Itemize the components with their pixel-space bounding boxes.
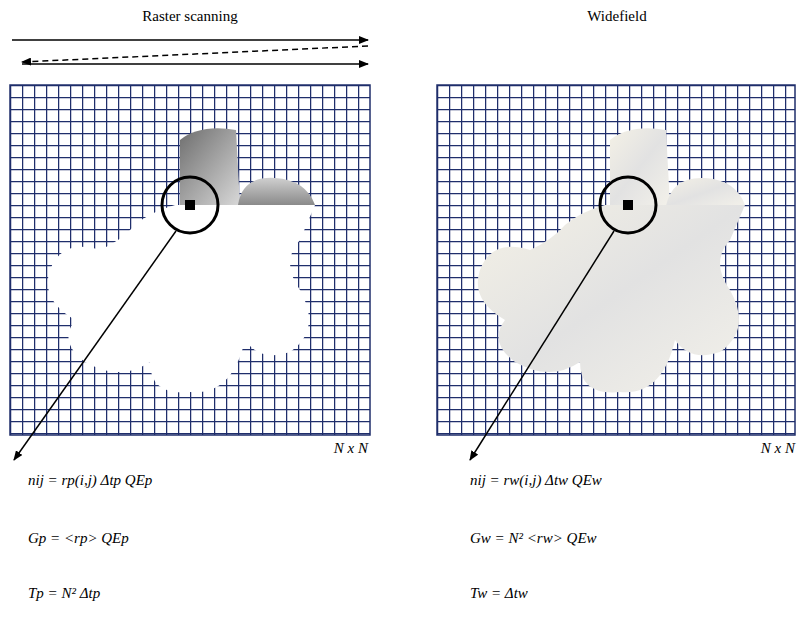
sample-raster — [48, 128, 315, 392]
grid-size: N x N — [334, 440, 368, 457]
pixel-grid — [437, 85, 795, 435]
formula: Gp = <rp> QEp — [28, 530, 129, 547]
scan-arrows — [12, 40, 368, 64]
formula: nij = rp(i,j) Δtp QEp — [28, 472, 152, 489]
pixel-grid — [10, 85, 370, 435]
formula: Tp = N² Δtp — [28, 585, 100, 602]
grid-size: N x N — [761, 440, 795, 457]
formula: Tw = Δtw — [470, 585, 528, 602]
formula: nij = rw(i,j) Δtw QEw — [470, 472, 602, 489]
panel-title: Widefield — [587, 8, 646, 25]
sample-widefield — [478, 128, 745, 392]
detection-spot — [162, 177, 656, 233]
panel-title: Raster scanning — [142, 8, 237, 25]
leader-line — [14, 231, 614, 460]
formula: Gw = N² <rw> QEw — [470, 530, 597, 547]
